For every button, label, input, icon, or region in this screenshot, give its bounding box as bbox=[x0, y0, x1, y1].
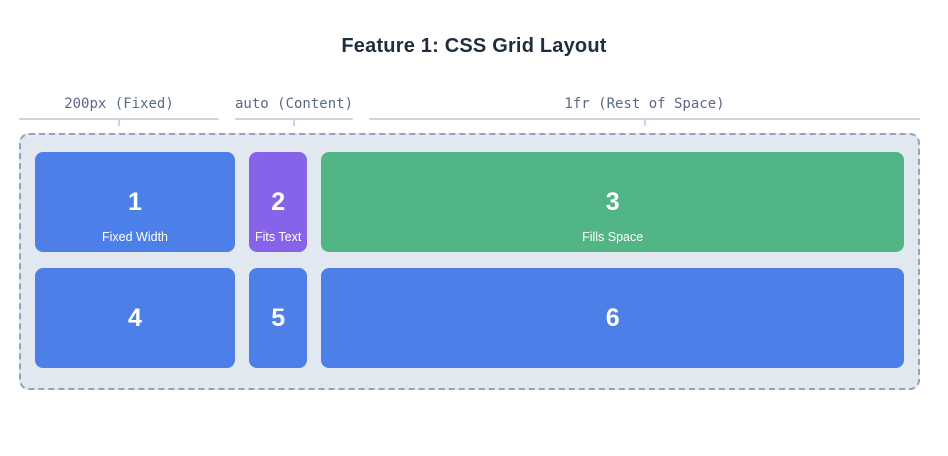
grid-cell-5: 5 bbox=[249, 268, 308, 368]
cell-number: 6 bbox=[605, 303, 620, 332]
cell-caption: Fixed Width bbox=[102, 230, 168, 244]
ruler-tick-icon bbox=[643, 120, 646, 126]
grid-cell-1: 1 Fixed Width bbox=[35, 152, 235, 252]
ruler-segment-fr: 1fr (Rest of Space) bbox=[369, 94, 920, 126]
cell-number: 3 bbox=[605, 187, 620, 216]
grid-cell-2: 2 Fits Text bbox=[249, 152, 308, 252]
grid-demo-container: 1 Fixed Width 2 Fits Text 3 Fills Space … bbox=[19, 133, 920, 390]
ruler-tick-icon bbox=[293, 120, 295, 126]
cell-number: 4 bbox=[128, 303, 142, 332]
ruler-line bbox=[369, 118, 920, 126]
cell-number: 2 bbox=[271, 187, 286, 216]
column-ruler: 200px (Fixed) auto (Content) 1fr (Rest o… bbox=[19, 94, 920, 126]
cell-number: 1 bbox=[128, 187, 142, 216]
grid-cell-3: 3 Fills Space bbox=[321, 152, 904, 252]
grid-cell-4: 4 bbox=[35, 268, 235, 368]
ruler-line-bar bbox=[235, 118, 354, 120]
cell-number: 5 bbox=[271, 303, 286, 332]
grid-cell-6: 6 bbox=[321, 268, 904, 368]
page-title: Feature 1: CSS Grid Layout bbox=[341, 35, 607, 57]
ruler-line bbox=[235, 118, 354, 126]
ruler-label-fixed: 200px (Fixed) bbox=[64, 96, 174, 112]
ruler-label-fr: 1fr (Rest of Space) bbox=[564, 96, 725, 112]
cell-caption: Fills Space bbox=[582, 230, 644, 244]
ruler-segment-fixed: 200px (Fixed) bbox=[19, 94, 219, 126]
ruler-line-bar bbox=[369, 118, 920, 120]
ruler-tick-icon bbox=[118, 120, 120, 126]
ruler-line bbox=[19, 118, 219, 126]
ruler-label-auto: auto (Content) bbox=[235, 96, 354, 112]
cell-caption: Fits Text bbox=[255, 230, 302, 244]
ruler-line-bar bbox=[19, 118, 219, 120]
ruler-segment-auto: auto (Content) bbox=[235, 94, 354, 126]
